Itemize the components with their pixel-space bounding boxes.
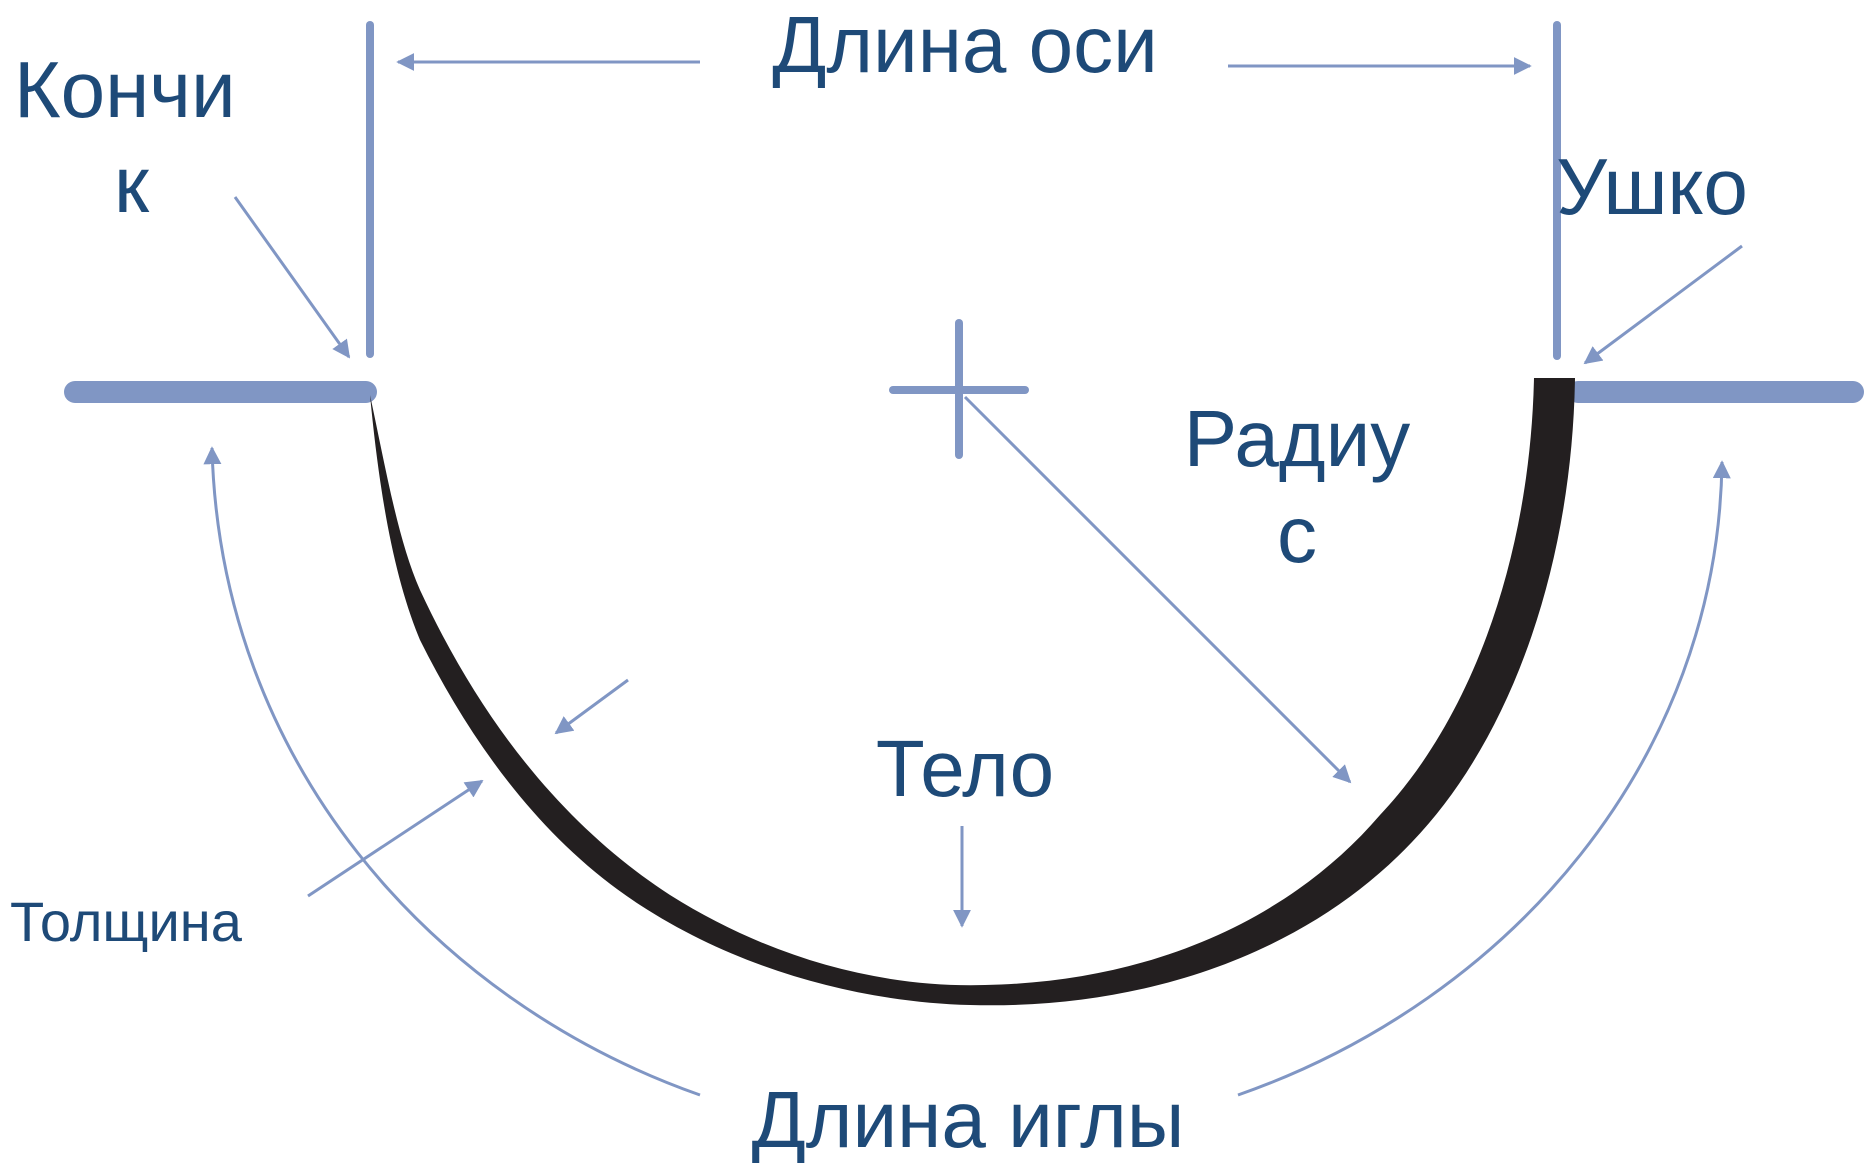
eye-pointer-arrow bbox=[1583, 244, 1743, 365]
radius-label-line1: Радиу bbox=[1184, 394, 1411, 483]
eye-label: Ушко bbox=[1556, 142, 1748, 231]
axis-length-label: Длина оси bbox=[772, 0, 1158, 89]
tip-label-line2: к bbox=[114, 140, 150, 229]
radius-arrow bbox=[963, 395, 1352, 784]
tip-label-line1: Кончи bbox=[14, 45, 236, 134]
needle-length-right-arc bbox=[1237, 460, 1731, 1097]
radius-label-line2: с bbox=[1277, 490, 1317, 579]
body-label: Тело bbox=[876, 724, 1054, 813]
tip-pointer-arrow bbox=[233, 196, 351, 359]
needle-length-left-arc bbox=[203, 446, 701, 1097]
needle-length-label: Длина иглы bbox=[752, 1075, 1185, 1164]
thickness-label: Толщина bbox=[10, 890, 243, 953]
thickness-outer-arrow bbox=[554, 678, 629, 735]
thickness-inner-arrow bbox=[307, 779, 484, 898]
